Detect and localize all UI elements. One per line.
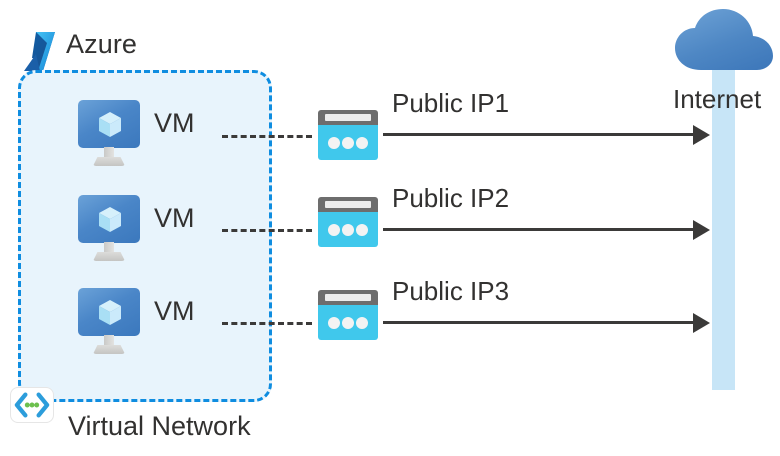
public-ip-titlebar-stripe (325, 294, 371, 301)
public-ip-titlebar (318, 290, 378, 305)
arrow-head-icon (693, 313, 710, 333)
cloud-icon (673, 8, 775, 74)
virtual-machine-icon (78, 288, 140, 358)
monitor-neck (104, 147, 114, 159)
public-ip-titlebar-stripe (325, 201, 371, 208)
public-ip-titlebar (318, 197, 378, 212)
cube-glyph (99, 112, 121, 137)
public-ip-dot (342, 224, 354, 236)
public-ip-titlebar (318, 110, 378, 125)
public-ip-to-internet-arrow (383, 133, 695, 136)
virtual-machine-icon (78, 195, 140, 265)
monitor-base (93, 345, 125, 354)
azure-logo-icon (14, 28, 64, 78)
virtual-network-caption: Virtual Network (68, 411, 251, 441)
virtual-network-icon (10, 387, 54, 423)
public-ip-label: Public IP1 (392, 88, 510, 118)
public-ip-titlebar-stripe (325, 114, 371, 121)
virtual-network-boundary (18, 70, 272, 402)
public-ip-dot (328, 137, 340, 149)
vm-to-public-ip-connector (222, 229, 312, 232)
public-ip-icon (318, 290, 378, 340)
cube-glyph (99, 207, 121, 232)
vm-to-public-ip-connector (222, 322, 312, 325)
vm-label: VM (154, 108, 195, 138)
public-ip-dot (328, 224, 340, 236)
public-ip-label: Public IP2 (392, 183, 510, 213)
vm-row: VM (78, 195, 268, 279)
public-ip-dot (356, 317, 368, 329)
monitor-neck (104, 335, 114, 347)
internet-bar (712, 52, 735, 390)
vm-label: VM (154, 296, 195, 326)
arrow-head-icon (693, 125, 710, 145)
public-ip-to-internet-arrow (383, 228, 695, 231)
public-ip-dot (342, 317, 354, 329)
cube-glyph (99, 300, 121, 325)
arrow-head-icon (693, 220, 710, 240)
vm-row: VM (78, 100, 268, 184)
azure-label: Azure (66, 29, 138, 59)
public-ip-icon (318, 110, 378, 160)
public-ip-dot (328, 317, 340, 329)
vm-label: VM (154, 203, 195, 233)
public-ip-to-internet-arrow (383, 321, 695, 324)
monitor-base (93, 157, 125, 166)
monitor-neck (104, 242, 114, 254)
public-ip-dot (342, 137, 354, 149)
vm-to-public-ip-connector (222, 135, 312, 138)
public-ip-label: Public IP3 (392, 276, 510, 306)
virtual-machine-icon (78, 100, 140, 170)
public-ip-dot (356, 224, 368, 236)
vm-row: VM (78, 288, 268, 372)
public-ip-icon (318, 197, 378, 247)
monitor-base (93, 252, 125, 261)
public-ip-dot (356, 137, 368, 149)
internet-label: Internet (673, 84, 762, 114)
